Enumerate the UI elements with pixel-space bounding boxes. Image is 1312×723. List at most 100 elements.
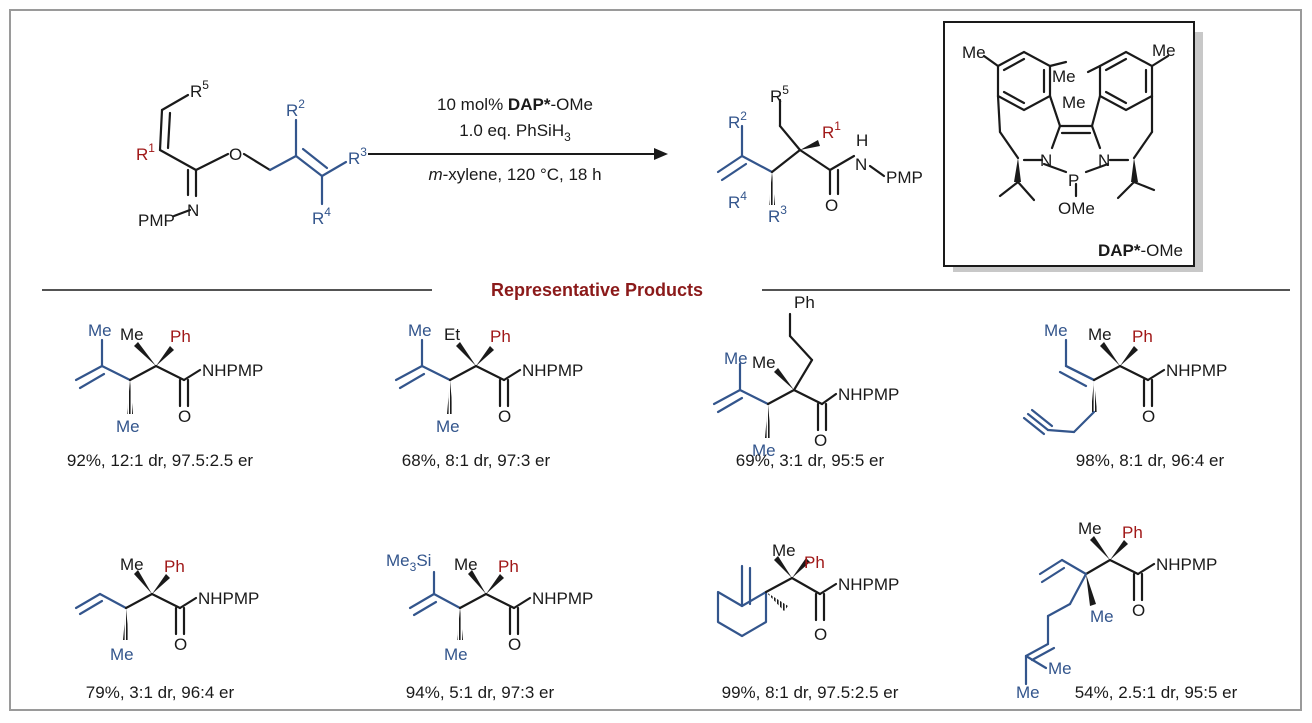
svg-text:O: O [498, 407, 511, 426]
condition-catalyst: 10 mol% DAP*-OMe [437, 95, 593, 114]
substrate-r4-sup: 4 [324, 205, 331, 219]
svg-text:Me: Me [116, 417, 140, 436]
svg-text:Ph: Ph [498, 557, 519, 576]
svg-text:Me: Me [110, 645, 134, 664]
svg-text:O: O [508, 635, 521, 654]
product-6-caption: 94%, 5:1 dr, 97:3 er [406, 683, 555, 702]
svg-text:NHPMP: NHPMP [198, 589, 259, 608]
svg-text:Me: Me [1016, 683, 1040, 702]
svg-text:Me: Me [752, 353, 776, 372]
substrate-r2-label: R [286, 101, 298, 120]
svg-text:R3: R3 [348, 145, 367, 168]
substrate-r3-label: R [348, 149, 360, 168]
substrate-r3-sup: 3 [360, 145, 367, 159]
svg-text:NHPMP: NHPMP [202, 361, 263, 380]
svg-text:Ph: Ph [1122, 523, 1143, 542]
condition-reductant: 1.0 eq. PhSiH3 [459, 121, 571, 144]
svg-text:Me: Me [444, 645, 468, 664]
substrate-n-label: N [187, 201, 199, 220]
svg-text:N: N [855, 155, 867, 174]
svg-text:R2: R2 [286, 97, 305, 120]
svg-text:Me: Me [1044, 321, 1068, 340]
svg-text:Ph: Ph [164, 557, 185, 576]
svg-text:R2: R2 [728, 109, 747, 132]
svg-text:O: O [178, 407, 191, 426]
product-1-caption: 92%, 12:1 dr, 97.5:2.5 er [67, 451, 254, 470]
substrate-structure: R5 R1 O N PMP R2 R3 R4 [136, 78, 367, 230]
svg-text:R5: R5 [770, 83, 789, 106]
svg-text:Ph: Ph [794, 293, 815, 312]
svg-text:Me: Me [1090, 607, 1114, 626]
product-6-structure: Me3Si Me Ph Me O NHPMP [386, 551, 593, 664]
svg-text:NHPMP: NHPMP [1166, 361, 1227, 380]
svg-text:Me: Me [724, 349, 748, 368]
figure-frame [9, 9, 1302, 711]
product-4-caption: 98%, 8:1 dr, 96:4 er [1076, 451, 1225, 470]
product-1-structure: Me Me Ph Me O NHPMP [74, 321, 263, 436]
substrate-r2-sup: 2 [298, 97, 305, 111]
svg-text:Ph: Ph [804, 553, 825, 572]
substrate-r4-label: R [312, 209, 324, 228]
catalyst-box: Me Me Me Me N N P OMe DAP*-OMe [943, 21, 1203, 272]
arrow-head-icon [654, 148, 668, 160]
catalyst-frame [943, 21, 1195, 267]
catalyst-me-label: Me [1062, 93, 1086, 112]
reaction-arrow-group: 10 mol% DAP*-OMe 1.0 eq. PhSiH3 m-xylene… [368, 95, 668, 184]
catalyst-n-label: N [1040, 151, 1052, 170]
svg-text:NHPMP: NHPMP [532, 589, 593, 608]
product-5-structure: Me Ph Me O NHPMP [74, 555, 259, 664]
product-8-structure: Me Ph Me Me Me O NHPMP [1016, 519, 1217, 702]
product-5-caption: 79%, 3:1 dr, 96:4 er [86, 683, 235, 702]
svg-text:Me: Me [120, 555, 144, 574]
svg-text:Me: Me [1088, 325, 1112, 344]
svg-text:O: O [174, 635, 187, 654]
product-2-caption: 68%, 8:1 dr, 97:3 er [402, 451, 551, 470]
svg-text:O: O [1132, 601, 1145, 620]
svg-text:Me: Me [1078, 519, 1102, 538]
substrate-r1-sup: 1 [148, 141, 155, 155]
catalyst-n-label: N [1098, 151, 1110, 170]
svg-text:Ph: Ph [490, 327, 511, 346]
product-2-structure: Me Et Ph Me O NHPMP [394, 321, 583, 436]
catalyst-me-label: Me [962, 43, 986, 62]
product-7-caption: 99%, 8:1 dr, 97.5:2.5 er [722, 683, 899, 702]
svg-text:PMP: PMP [886, 168, 923, 187]
product-3-caption: 69%, 3:1 dr, 95:5 er [736, 451, 885, 470]
svg-text:Ph: Ph [1132, 327, 1153, 346]
product-4-structure: Me Me Ph O NHPMP [1022, 321, 1227, 436]
catalyst-p-label: P [1068, 171, 1079, 190]
svg-text:H: H [856, 131, 868, 150]
svg-text:NHPMP: NHPMP [522, 361, 583, 380]
svg-text:Me: Me [88, 321, 112, 340]
catalyst-ome-label: OMe [1058, 199, 1095, 218]
catalyst-name: DAP*-OMe [1098, 241, 1183, 260]
substrate-pmp-label: PMP [138, 211, 175, 230]
svg-text:R1: R1 [822, 119, 841, 142]
product-8-caption: 54%, 2.5:1 dr, 95:5 er [1075, 683, 1238, 702]
section-title: Representative Products [491, 280, 703, 300]
svg-text:NHPMP: NHPMP [1156, 555, 1217, 574]
svg-text:R3: R3 [768, 203, 787, 226]
substrate-o-label: O [229, 145, 242, 164]
svg-text:Me: Me [772, 541, 796, 560]
product-general-structure: R5 R1 R2 R4 R3 O H N PMP [716, 83, 923, 226]
svg-text:R4: R4 [312, 205, 331, 228]
svg-text:Me: Me [120, 325, 144, 344]
product-3-structure: Ph Me Me Me O NHPMP [712, 293, 899, 460]
condition-solvent: m-xylene, 120 °C, 18 h [428, 165, 601, 184]
svg-text:O: O [1142, 407, 1155, 426]
svg-text:Ph: Ph [170, 327, 191, 346]
substrate-r5-sup: 5 [202, 78, 209, 92]
svg-text:O: O [825, 196, 838, 215]
svg-text:O: O [814, 431, 827, 450]
svg-text:R1: R1 [136, 141, 155, 164]
svg-text:Me: Me [408, 321, 432, 340]
svg-text:R5: R5 [190, 78, 209, 101]
svg-text:NHPMP: NHPMP [838, 385, 899, 404]
svg-text:Me: Me [752, 441, 776, 460]
catalyst-me-label: Me [1152, 41, 1176, 60]
svg-text:O: O [814, 625, 827, 644]
svg-text:Me: Me [1048, 659, 1072, 678]
svg-text:Me: Me [454, 555, 478, 574]
